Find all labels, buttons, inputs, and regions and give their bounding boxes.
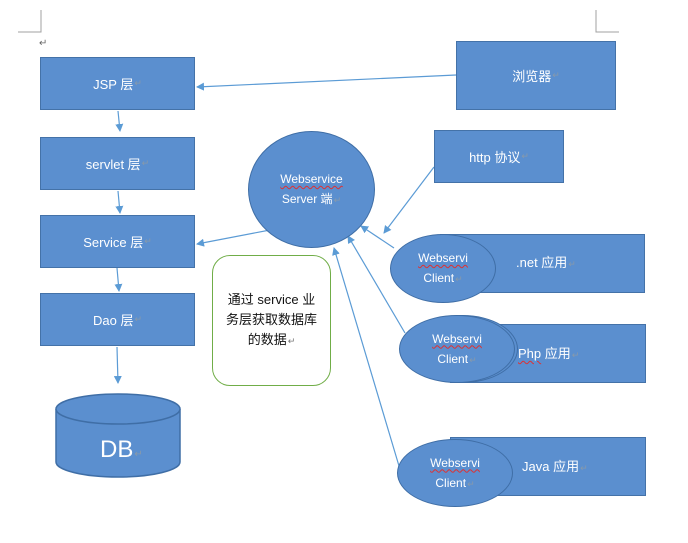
- java-app-label-wrap: Java 应用↵: [522, 456, 588, 475]
- webservice-server-circle: Webservice Server 端↵: [248, 131, 375, 248]
- net-app-label-wrap: .net 应用↵: [516, 252, 576, 271]
- service-layer-label: Service 层: [83, 235, 144, 250]
- browser-box: 浏览器↵: [456, 41, 616, 110]
- servlet-layer-box: servlet 层↵: [40, 137, 195, 190]
- arrow-servlet-to-service: [115, 190, 124, 214]
- dao-layer-box: Dao 层↵: [40, 293, 195, 346]
- java-app-label: Java 应用: [522, 459, 580, 474]
- return-mark: ↵: [571, 350, 580, 360]
- arrow-jsp-to-servlet: [115, 110, 124, 132]
- net-client-title: Webservi: [418, 251, 468, 265]
- browser-label: 浏览器: [512, 69, 552, 84]
- return-mark: ↵: [568, 259, 576, 269]
- page-corner-mark-right: [595, 10, 619, 33]
- server-subtitle: Server 端: [281, 192, 333, 206]
- net-client-circle: Webservi Client↵: [390, 234, 496, 303]
- java-client-subtitle: Client: [435, 475, 467, 490]
- return-mark: ↵: [134, 78, 142, 88]
- arrow-java-client-to-server: [332, 247, 400, 467]
- http-protocol-box: http 协议↵: [434, 130, 564, 183]
- net-app-label: .net 应用: [516, 255, 568, 270]
- return-mark: ↵: [580, 463, 588, 473]
- jsp-layer-box: JSP 层↵: [40, 57, 195, 110]
- arrow-service-to-dao: [114, 267, 123, 292]
- return-mark: ↵: [467, 478, 475, 489]
- return-mark: ↵: [455, 274, 463, 284]
- php-app-label-wrap: Php 应用↵: [518, 343, 579, 362]
- jsp-layer-label: JSP 层: [93, 77, 134, 92]
- net-client-subtitle: Client: [423, 271, 455, 285]
- arrow-net-client-to-server: [360, 225, 395, 249]
- php-app-label-prefix: Php: [518, 346, 542, 361]
- php-app-label-suffix: 应用: [541, 346, 571, 361]
- database-cylinder: [55, 393, 181, 478]
- arrow-dao-to-db: [113, 346, 122, 384]
- return-mark: ↵: [287, 336, 296, 346]
- return-mark: ↵: [144, 236, 152, 246]
- return-mark: ↵: [333, 195, 342, 205]
- arrow-browser-to-jsp: [196, 74, 457, 91]
- java-client-circle: Webservi Client↵: [397, 439, 513, 507]
- return-mark: ↵: [134, 449, 143, 460]
- return-mark: ↵: [552, 70, 560, 80]
- php-client-circle: Webservi Client↵: [399, 315, 515, 383]
- page-corner-mark-left: [18, 10, 42, 33]
- http-protocol-label: http 协议: [469, 150, 521, 165]
- return-mark: ↵: [469, 354, 477, 365]
- database-label: DB: [100, 436, 134, 463]
- dao-layer-label: Dao 层: [92, 313, 134, 328]
- database-label-wrap: DB↵: [100, 436, 143, 464]
- arrow-server-to-service: [196, 229, 271, 247]
- php-client-subtitle: Client: [437, 351, 469, 366]
- service-layer-box: Service 层↵: [40, 215, 195, 268]
- arrow-php-client-to-server: [347, 235, 406, 334]
- arrow-http-to-server: [383, 166, 435, 234]
- php-client-title: Webservi: [432, 331, 482, 346]
- paragraph-mark: ↵: [39, 38, 48, 49]
- return-mark: ↵: [134, 314, 142, 324]
- servlet-layer-label: servlet 层: [85, 157, 141, 172]
- note-text: 通过 service 业务层获取数据库的数据: [225, 292, 317, 347]
- return-mark: ↵: [141, 158, 150, 168]
- java-client-title: Webservi: [430, 455, 480, 470]
- data-access-note: 通过 service 业务层获取数据库的数据↵: [212, 255, 331, 386]
- server-title: Webservice: [280, 172, 343, 186]
- return-mark: ↵: [521, 151, 529, 161]
